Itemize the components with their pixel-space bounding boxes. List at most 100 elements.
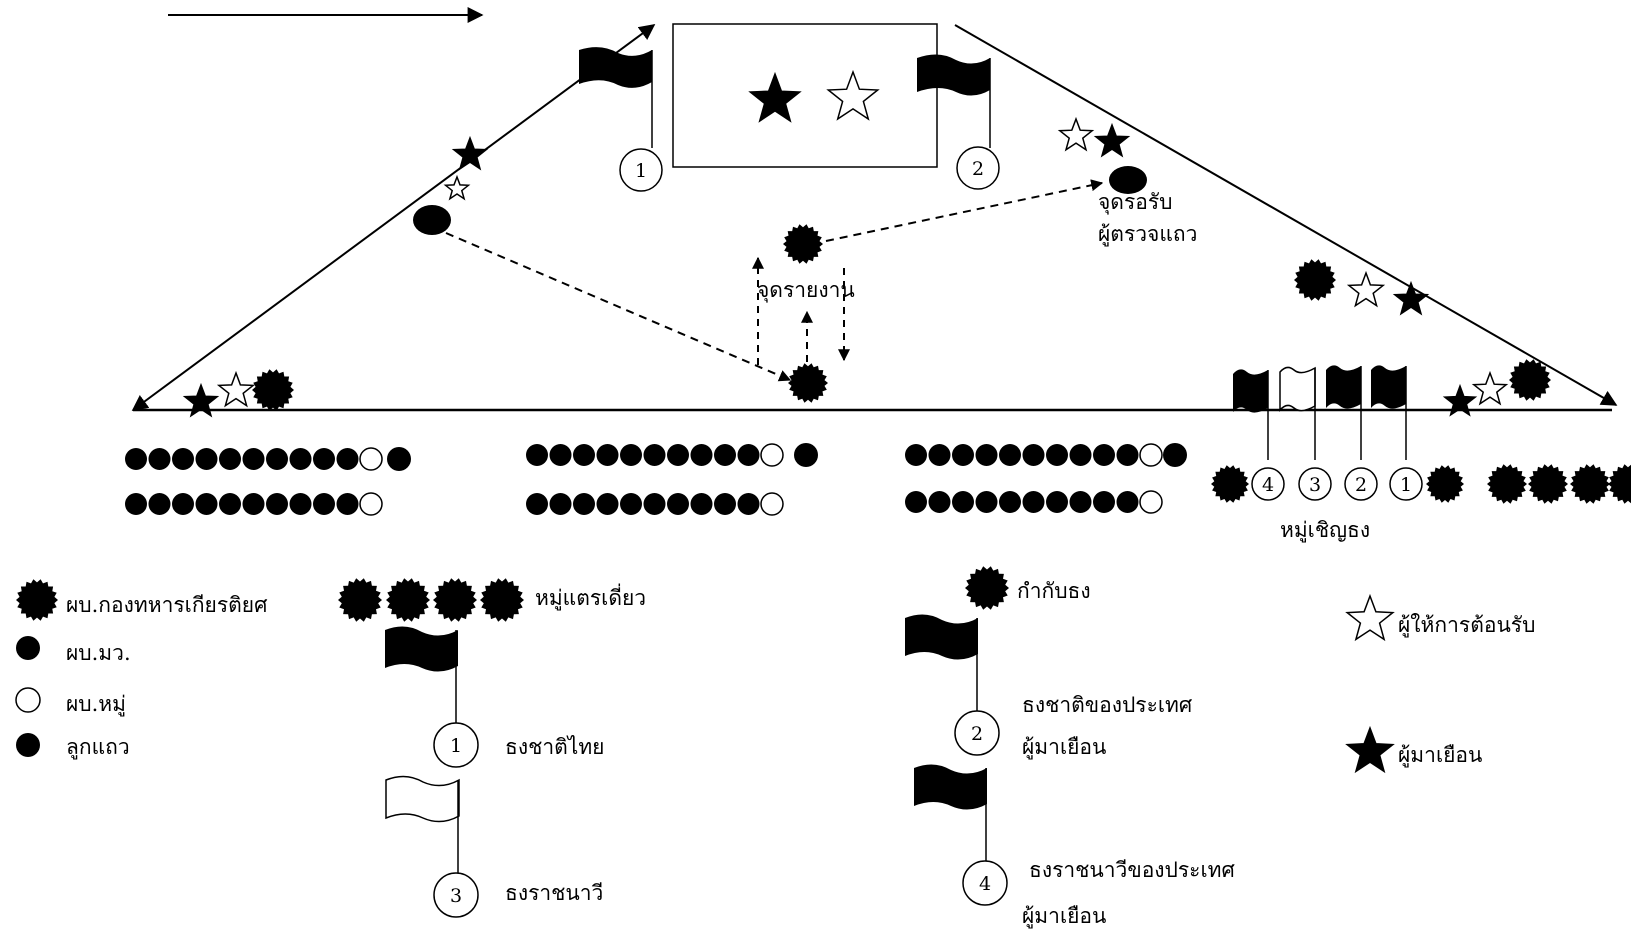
soldier-dot [573, 444, 595, 466]
stand-flag-1: 1 [579, 47, 663, 192]
flag-number: 3 [450, 885, 462, 907]
flag-label-line2: ผู้มาเยือน [1022, 735, 1106, 760]
number-circle [1298, 467, 1332, 501]
soldier-dot [1069, 491, 1092, 513]
flag-number-circle [619, 148, 663, 192]
route-stars [182, 116, 1509, 774]
star-icon [1442, 383, 1478, 417]
honor-guard-marker [1426, 465, 1464, 503]
honor-guard-marker [783, 224, 823, 264]
soldier-dot [1116, 491, 1139, 513]
flag-number-circle [433, 722, 479, 768]
soldier-dot [690, 493, 713, 515]
soldier-dot [643, 493, 666, 515]
soldier-dot [148, 493, 171, 515]
soldier-dot [1022, 444, 1045, 466]
soldier-dot [596, 493, 619, 515]
soldier-dot [999, 491, 1021, 513]
flag-icon [579, 47, 652, 88]
honor-guard-marker [1608, 464, 1631, 504]
honor-guard-marker [1294, 259, 1336, 301]
honor-guard-markers [16, 224, 1631, 622]
soldier-dot [195, 493, 218, 515]
soldier-dot [1069, 444, 1092, 466]
number-text: 1 [1400, 474, 1412, 496]
squad-leader-dot [1139, 443, 1163, 467]
soldier-dot [1022, 491, 1045, 513]
soldier-dot [172, 493, 194, 515]
star-icon [1345, 725, 1395, 774]
flag-number: 2 [971, 723, 983, 745]
flag-number: 1 [450, 735, 462, 757]
flag-label: ธงราชนาวี [505, 881, 603, 905]
soldier-dot [952, 491, 974, 513]
stand-flag-2: 2 [917, 54, 1000, 190]
flag-label-line2: ผู้มาเยือน [1022, 904, 1106, 929]
flag-number-circle [433, 872, 479, 918]
legend-flag-3: 3 ธงราชนาวี [385, 775, 603, 918]
number-circle [1344, 467, 1378, 501]
star-icon [182, 382, 220, 418]
soldier-dot [289, 493, 312, 515]
soldier-dot [667, 444, 689, 466]
soldier-dot [1093, 491, 1115, 513]
honor-guard-marker [480, 578, 524, 622]
legend-squad-dot [15, 687, 41, 713]
legend-battalion-dot [16, 636, 40, 660]
flag-number-circle [962, 860, 1008, 906]
honor-guard-marker [965, 566, 1009, 610]
soldier-dot [125, 448, 147, 470]
soldier-dot [336, 493, 359, 515]
soldier-dot [549, 493, 572, 515]
honor-guard-marker [16, 579, 58, 621]
soldier-dot [148, 448, 171, 470]
squad-leader-dot [359, 447, 383, 471]
soldier-dot [928, 444, 951, 466]
honor-guard-marker [386, 578, 430, 622]
flag-number-circle [956, 146, 1000, 190]
star-icon [216, 370, 256, 408]
soldier-dot [620, 444, 642, 466]
squad-leader-dot [359, 492, 383, 516]
flag-label: ธงชาติของประเทศ [1022, 693, 1193, 717]
honor-guard-marker [1211, 465, 1249, 503]
legend-battalion-label: ผบ.มว. [66, 641, 131, 665]
soldier-dot [219, 493, 241, 515]
color-party-label: หมู่เชิญธง [1280, 518, 1370, 543]
soldier-dot [975, 491, 998, 513]
soldier-dot [928, 491, 951, 513]
soldier-dot [266, 448, 288, 470]
soldier-dot [313, 493, 335, 515]
report-point-label: จุดรายงาน [757, 278, 855, 303]
soldier-dot [242, 493, 265, 515]
flag-number: 1 [635, 160, 647, 182]
soldier-dot [999, 444, 1021, 466]
soldier-dot [549, 444, 572, 466]
legend-flag-1: 1 ธงชาติไทย [385, 626, 604, 768]
soldier-dot [1046, 444, 1068, 466]
soldier-dot [596, 444, 619, 466]
honor-guard-marker [788, 363, 828, 403]
number-text: 4 [1262, 474, 1274, 496]
legend-soldier-dot [16, 733, 40, 757]
soldier-dot [905, 444, 927, 466]
flag-icon [385, 775, 460, 823]
reviewing-stand [672, 23, 938, 168]
star-icon [748, 71, 802, 123]
honor-guard-marker [1509, 359, 1551, 401]
soldier-dot [125, 493, 147, 515]
soldier-dot [737, 493, 760, 515]
soldier-dot [266, 493, 288, 515]
squad-leader-dot [1139, 490, 1163, 514]
star-icon [1057, 116, 1095, 152]
star-icon [1471, 370, 1509, 406]
flag-icon [914, 764, 987, 810]
troop-formation [125, 443, 1187, 516]
soldier-dot [905, 491, 927, 513]
soldier-dot [737, 444, 760, 466]
legend-honor-guard-label: ผบ.กองทหารเกียรติยศ [66, 593, 268, 617]
soldier-dot [172, 448, 194, 470]
flag-icon [917, 54, 990, 96]
wait-point-label-1: จุดรอรับ [1098, 190, 1172, 215]
